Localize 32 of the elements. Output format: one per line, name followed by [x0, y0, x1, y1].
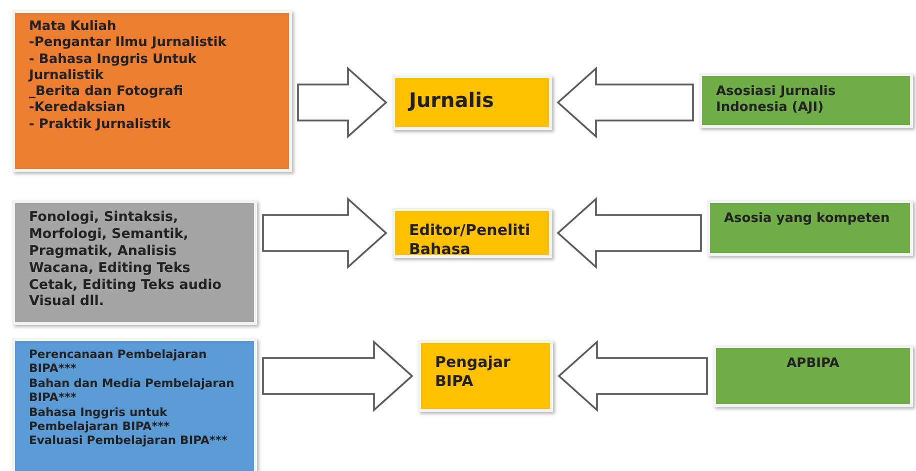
box-text: - Praktik Jurnalistik: [29, 116, 172, 133]
association-box: [713, 345, 913, 407]
box-text: Evaluasi Pembelajaran BIPA***: [29, 433, 228, 448]
block-arrow: [556, 66, 694, 139]
box-text: - Bahasa Inggris Untuk Jurnalistik: [29, 52, 198, 84]
box-text: Jurnalis: [409, 88, 495, 113]
box-text: Bahasa Inggris untuk Pembelajaran BIPA***: [29, 404, 171, 434]
role-box: [392, 208, 552, 258]
block-arrow: [262, 340, 414, 412]
block-arrow: [297, 66, 388, 139]
block-arrow: [558, 340, 708, 412]
box-text: Asosia yang kompeten: [724, 211, 891, 228]
box-text: Asosiasi Jurnalis Indonesia (AJI): [716, 84, 837, 116]
box-text: Fonologi, Sintaksis, Morfologi, Semantik, Pragmatik, Analisis Wacana, Editing Teks Cetak, Editing Teks audio Visual dll.: [29, 209, 223, 310]
block-arrow: [556, 196, 702, 270]
course-box: [12, 338, 257, 471]
box-text: Pengajar BIPA: [435, 353, 512, 390]
box-text: Mata Kuliah: [29, 19, 118, 36]
role-box: [392, 75, 552, 130]
block-arrow: [262, 196, 388, 270]
association-box: [699, 73, 913, 128]
course-box: [12, 10, 292, 172]
course-box: [12, 200, 257, 325]
box-text: Perencanaan Pembelajaran BIPA***: [29, 347, 208, 376]
box-text: -Keredaksian: [29, 100, 126, 116]
box-text: Bahan dan Media Pembelajaran BIPA***: [29, 376, 236, 404]
box-text: -Pengantar Ilmu Jurnalistik: [29, 35, 228, 52]
association-box: [707, 200, 913, 256]
role-box: [418, 340, 553, 412]
box-text: _Berita dan Fotografi: [29, 84, 184, 100]
box-text: Editor/Peneliti Bahasa: [409, 221, 532, 258]
box-text: APBIPA: [786, 356, 840, 372]
